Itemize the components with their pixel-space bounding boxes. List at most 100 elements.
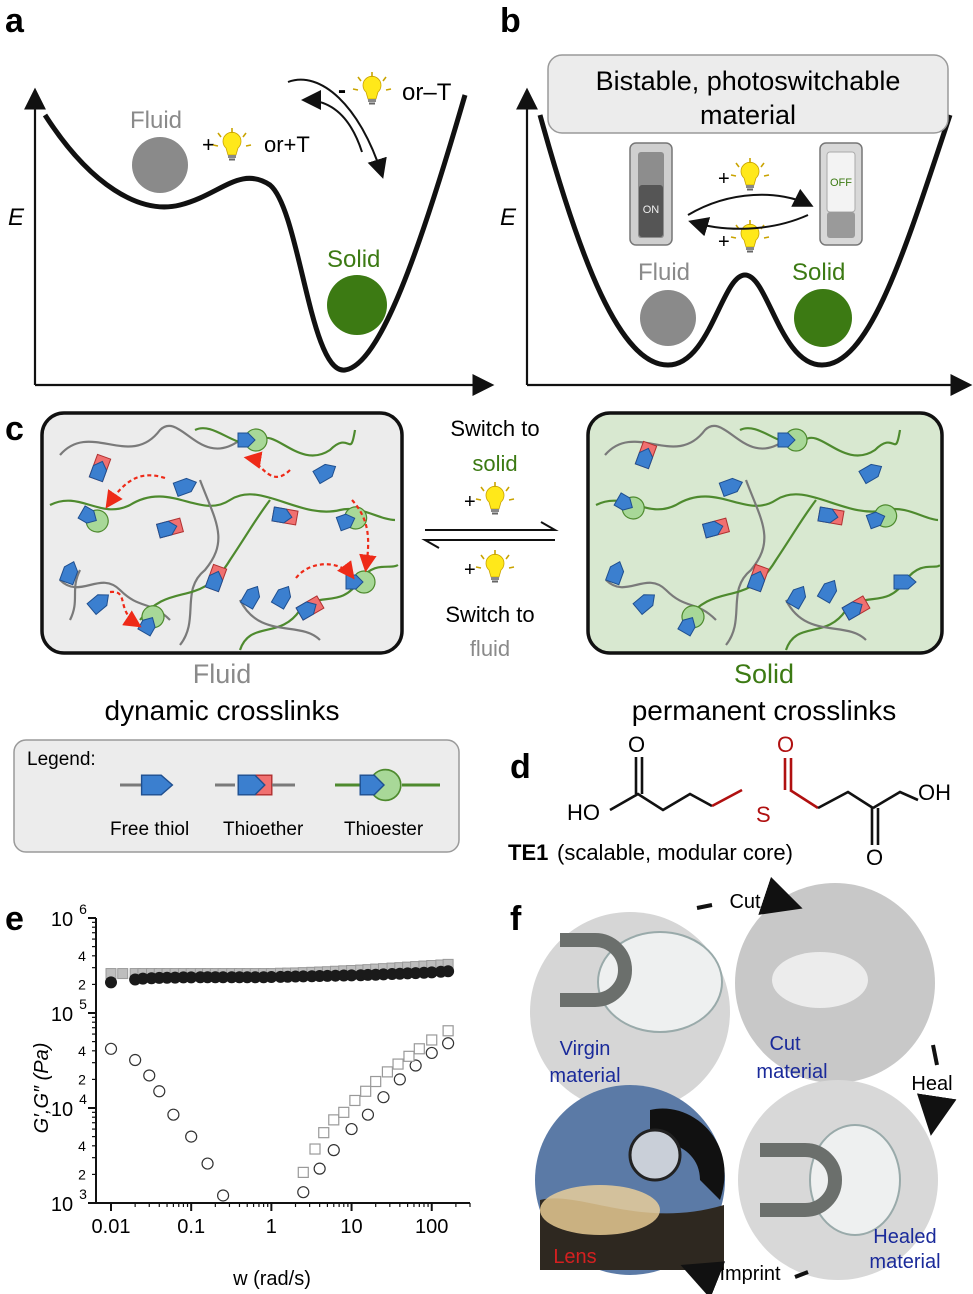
y-tick-exponent: 5 <box>79 996 87 1012</box>
y-tick-exponent: 3 <box>79 1186 87 1202</box>
data-point-loss-circle <box>313 1162 326 1175</box>
data-point-loss-circle <box>153 1085 166 1098</box>
fluid-ball-b <box>640 290 696 346</box>
data-point-loss-square <box>328 1114 340 1126</box>
solid-ball-b <box>794 289 852 347</box>
data-point-storage-grey <box>117 968 129 980</box>
data-point-storage-filled <box>377 968 390 981</box>
data-point-loss-square <box>318 1127 330 1139</box>
legend-label-free-thiol: Free thiol <box>110 819 189 840</box>
solid-ball-a <box>327 275 387 335</box>
chart-ylabel: G′,G″ (Pa) <box>31 1043 53 1134</box>
bulb-icon <box>475 481 515 516</box>
cut-material-photo <box>735 883 935 1083</box>
equilibrium-arrows <box>421 521 559 549</box>
plus-b-top: + <box>718 168 730 190</box>
legend-label-thioester: Thioester <box>344 819 424 840</box>
data-point-loss-circle <box>297 1186 310 1199</box>
data-point-storage-filled <box>297 970 310 983</box>
fluid-label-b: Fluid <box>638 259 690 286</box>
y-tick-label: 10 <box>51 1194 73 1216</box>
material-title-box <box>547 54 949 134</box>
fluid-ball-a <box>132 137 188 193</box>
bulb-icon <box>730 219 770 254</box>
te1-name: TE1 <box>508 840 548 865</box>
energy-axis-label-a: E <box>8 204 25 231</box>
panel-b-axes <box>516 87 973 396</box>
data-point-loss-circle <box>327 1144 340 1157</box>
data-point-loss-square <box>309 1143 321 1155</box>
y-tick-label: 10 <box>51 1099 73 1121</box>
lens-label: Lens <box>553 1246 596 1268</box>
panel-label-e: e <box>5 900 24 938</box>
data-point-storage-filled <box>345 969 358 982</box>
data-point-loss-circle <box>129 1053 142 1067</box>
data-point-loss-square <box>381 1066 394 1078</box>
data-point-loss-circle <box>104 1042 118 1055</box>
panel-label-c: c <box>5 410 24 448</box>
plus-b-bottom: + <box>718 231 730 253</box>
off-switch-icon <box>819 142 863 246</box>
dynamic-crosslinks-label: dynamic crosslinks <box>105 695 340 726</box>
chart-marks <box>104 958 455 1202</box>
data-point-storage-filled <box>249 971 262 984</box>
forward-arrow-a <box>287 78 387 179</box>
solid-state-label: Solid <box>734 659 794 689</box>
data-point-loss-circle <box>409 1059 422 1072</box>
bulb-icon <box>475 549 515 584</box>
panel-label-d: d <box>510 748 531 786</box>
data-point-loss-circle <box>185 1130 198 1143</box>
te1-desc: (scalable, modular core) <box>557 840 793 865</box>
reverse-arrow-a <box>301 90 363 153</box>
legend-title: Legend: <box>27 749 96 770</box>
fluid-label-a: Fluid <box>130 107 182 134</box>
solid-label-a: Solid <box>327 246 380 273</box>
data-point-loss-circle <box>167 1108 180 1121</box>
data-point-storage-filled <box>329 969 342 982</box>
switch-to-fluid-2: fluid <box>470 636 510 661</box>
data-point-storage-filled <box>136 972 149 985</box>
healed-material-photo <box>738 1080 938 1280</box>
y-minor-label: 4 <box>78 1138 86 1154</box>
chart-ticks <box>88 917 471 1211</box>
data-point-storage-filled <box>185 971 198 984</box>
cut-label-1: Cut <box>769 1033 801 1055</box>
data-point-loss-circle <box>393 1073 406 1086</box>
heal-step-label: Heal <box>911 1073 952 1095</box>
data-point-loss-square <box>413 1043 425 1055</box>
data-point-loss-circle <box>345 1122 358 1136</box>
bulb-icon <box>730 157 770 192</box>
reverse-label-a: or–T <box>402 79 452 106</box>
y-tick-exponent: 4 <box>79 1091 87 1107</box>
reverse-sign-a: - <box>338 77 346 104</box>
panel-label-b: b <box>500 2 521 40</box>
y-minor-label: 2 <box>78 1166 86 1182</box>
legend-thioether <box>215 774 295 796</box>
forward-sign-a: + <box>202 132 215 157</box>
te1-structure <box>609 757 919 845</box>
panel-label-f: f <box>510 900 522 938</box>
data-point-loss-square <box>370 1075 382 1088</box>
data-point-storage-filled <box>105 976 118 989</box>
cut-step-label: Cut <box>729 891 761 913</box>
on-switch-label: ON <box>643 204 660 216</box>
te1-S: S <box>756 802 771 827</box>
solid-label-b: Solid <box>792 259 845 286</box>
data-point-loss-square <box>338 1106 350 1118</box>
off-switch-label: OFF <box>830 177 852 189</box>
data-point-loss-square <box>392 1058 404 1070</box>
material-title-line1: Bistable, photoswitchable <box>596 66 901 96</box>
y-minor-label: 4 <box>78 1043 86 1059</box>
material-title-line2: material <box>700 100 796 130</box>
energy-curve-b <box>537 114 953 368</box>
legend-thioester <box>335 768 440 802</box>
data-point-storage-filled <box>169 971 182 984</box>
data-point-storage-filled <box>425 966 438 979</box>
te1-O-mid: O <box>777 732 794 757</box>
y-tick-label: 10 <box>51 1004 73 1026</box>
y-tick-exponent: 6 <box>79 901 87 917</box>
x-tick-label: 100 <box>415 1216 448 1238</box>
y-minor-label: 2 <box>78 1071 86 1087</box>
switch-to-fluid-1: Switch to <box>445 602 534 627</box>
